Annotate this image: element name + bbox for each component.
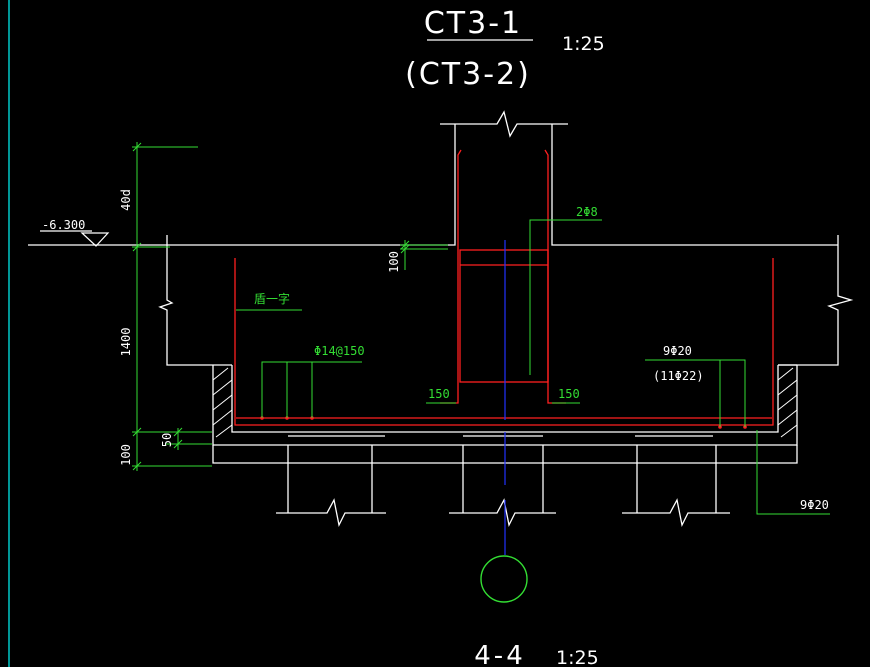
elevation-marker: -6.300 [40, 218, 110, 247]
section-label: 4-4 [474, 641, 525, 667]
elevation-label: -6.300 [42, 218, 85, 232]
structure-outline [28, 110, 854, 527]
dim-column-offset: 100 [387, 251, 401, 273]
dim-anchor: 40d [119, 189, 133, 211]
rebar-layout [234, 149, 774, 426]
title-scale: 1:25 [562, 33, 605, 55]
label-stirrup: 2Φ8 [576, 205, 598, 219]
section-scale: 1:25 [556, 647, 599, 667]
dim-cap-depth: 1400 [119, 328, 133, 357]
dim-cover-50: 50 [160, 433, 174, 447]
label-bottom-bars-alt: (11Φ22) [653, 369, 704, 383]
axis-bubble [480, 555, 528, 603]
title-top: CT3-1 [424, 6, 522, 41]
label-lower-bars: 9Φ20 [800, 498, 829, 512]
label-hook-right: 150 [558, 387, 580, 401]
label-bottom-bars: 9Φ20 [663, 344, 692, 358]
dim-cushion: 100 [119, 444, 133, 466]
label-side-bars: Φ14@150 [314, 344, 365, 358]
annotation-lines [132, 142, 830, 515]
label-cap-top: 盾一字 [254, 291, 290, 306]
title-block: CT3-1 (CT3-2) 1:25 [405, 6, 605, 92]
section-title: 4-4 1:25 [474, 641, 598, 667]
title-bottom: (CT3-2) [405, 57, 531, 92]
label-hook-left: 150 [428, 387, 450, 401]
side-wall-hatch [212, 367, 798, 438]
